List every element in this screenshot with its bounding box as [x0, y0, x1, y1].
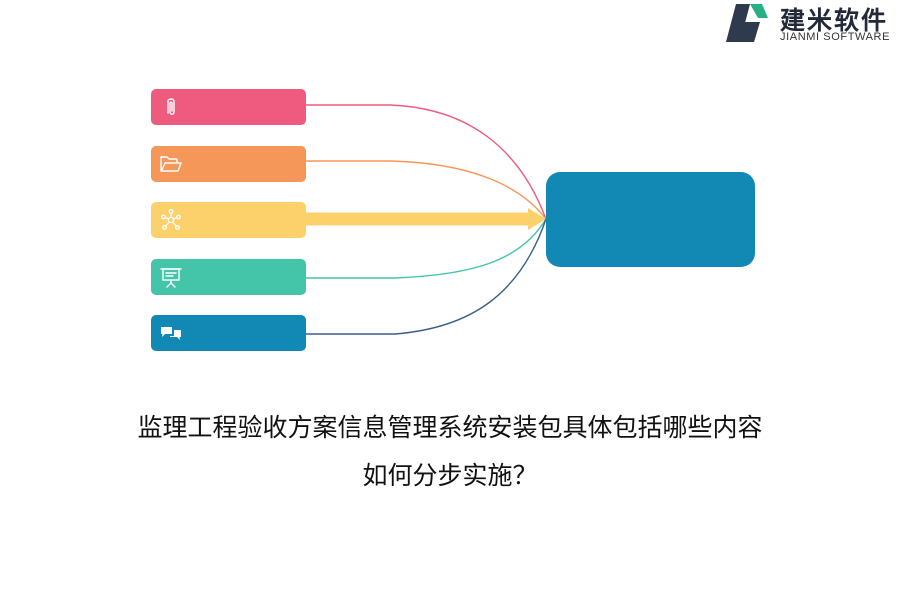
hub-box	[546, 172, 755, 267]
paperclip-icon	[167, 98, 175, 115]
node-attachment	[151, 89, 306, 125]
node-folder	[151, 146, 306, 182]
title-line-1: 监理工程验收方案信息管理系统安装包具体包括哪些内容	[137, 413, 763, 442]
connector-presentation	[306, 218, 547, 279]
connector-attachment	[306, 104, 547, 220]
node-presentation	[151, 259, 306, 295]
logo-name-english: JIANMI SOFTWARE	[780, 31, 891, 43]
connector-chat	[306, 218, 547, 335]
node-network	[151, 202, 306, 238]
connector-network-arrow-head	[528, 208, 546, 230]
chat-bubbles-icon	[161, 327, 181, 340]
node-chat	[151, 315, 306, 351]
logo-name-chinese: 建米软件	[780, 6, 889, 35]
network-icon	[161, 209, 181, 230]
folder-icon	[160, 156, 182, 172]
connector-folder	[306, 160, 547, 220]
title-line-2: 如何分步实施？	[362, 461, 538, 490]
jianmi-logo-icon	[726, 4, 768, 42]
presentation-board-icon	[160, 268, 182, 288]
page-title: 监理工程验收方案信息管理系统安装包具体包括哪些内容 如何分步实施？	[0, 404, 900, 500]
brand-logo: 建米软件 JIANMI SOFTWARE	[724, 0, 900, 48]
